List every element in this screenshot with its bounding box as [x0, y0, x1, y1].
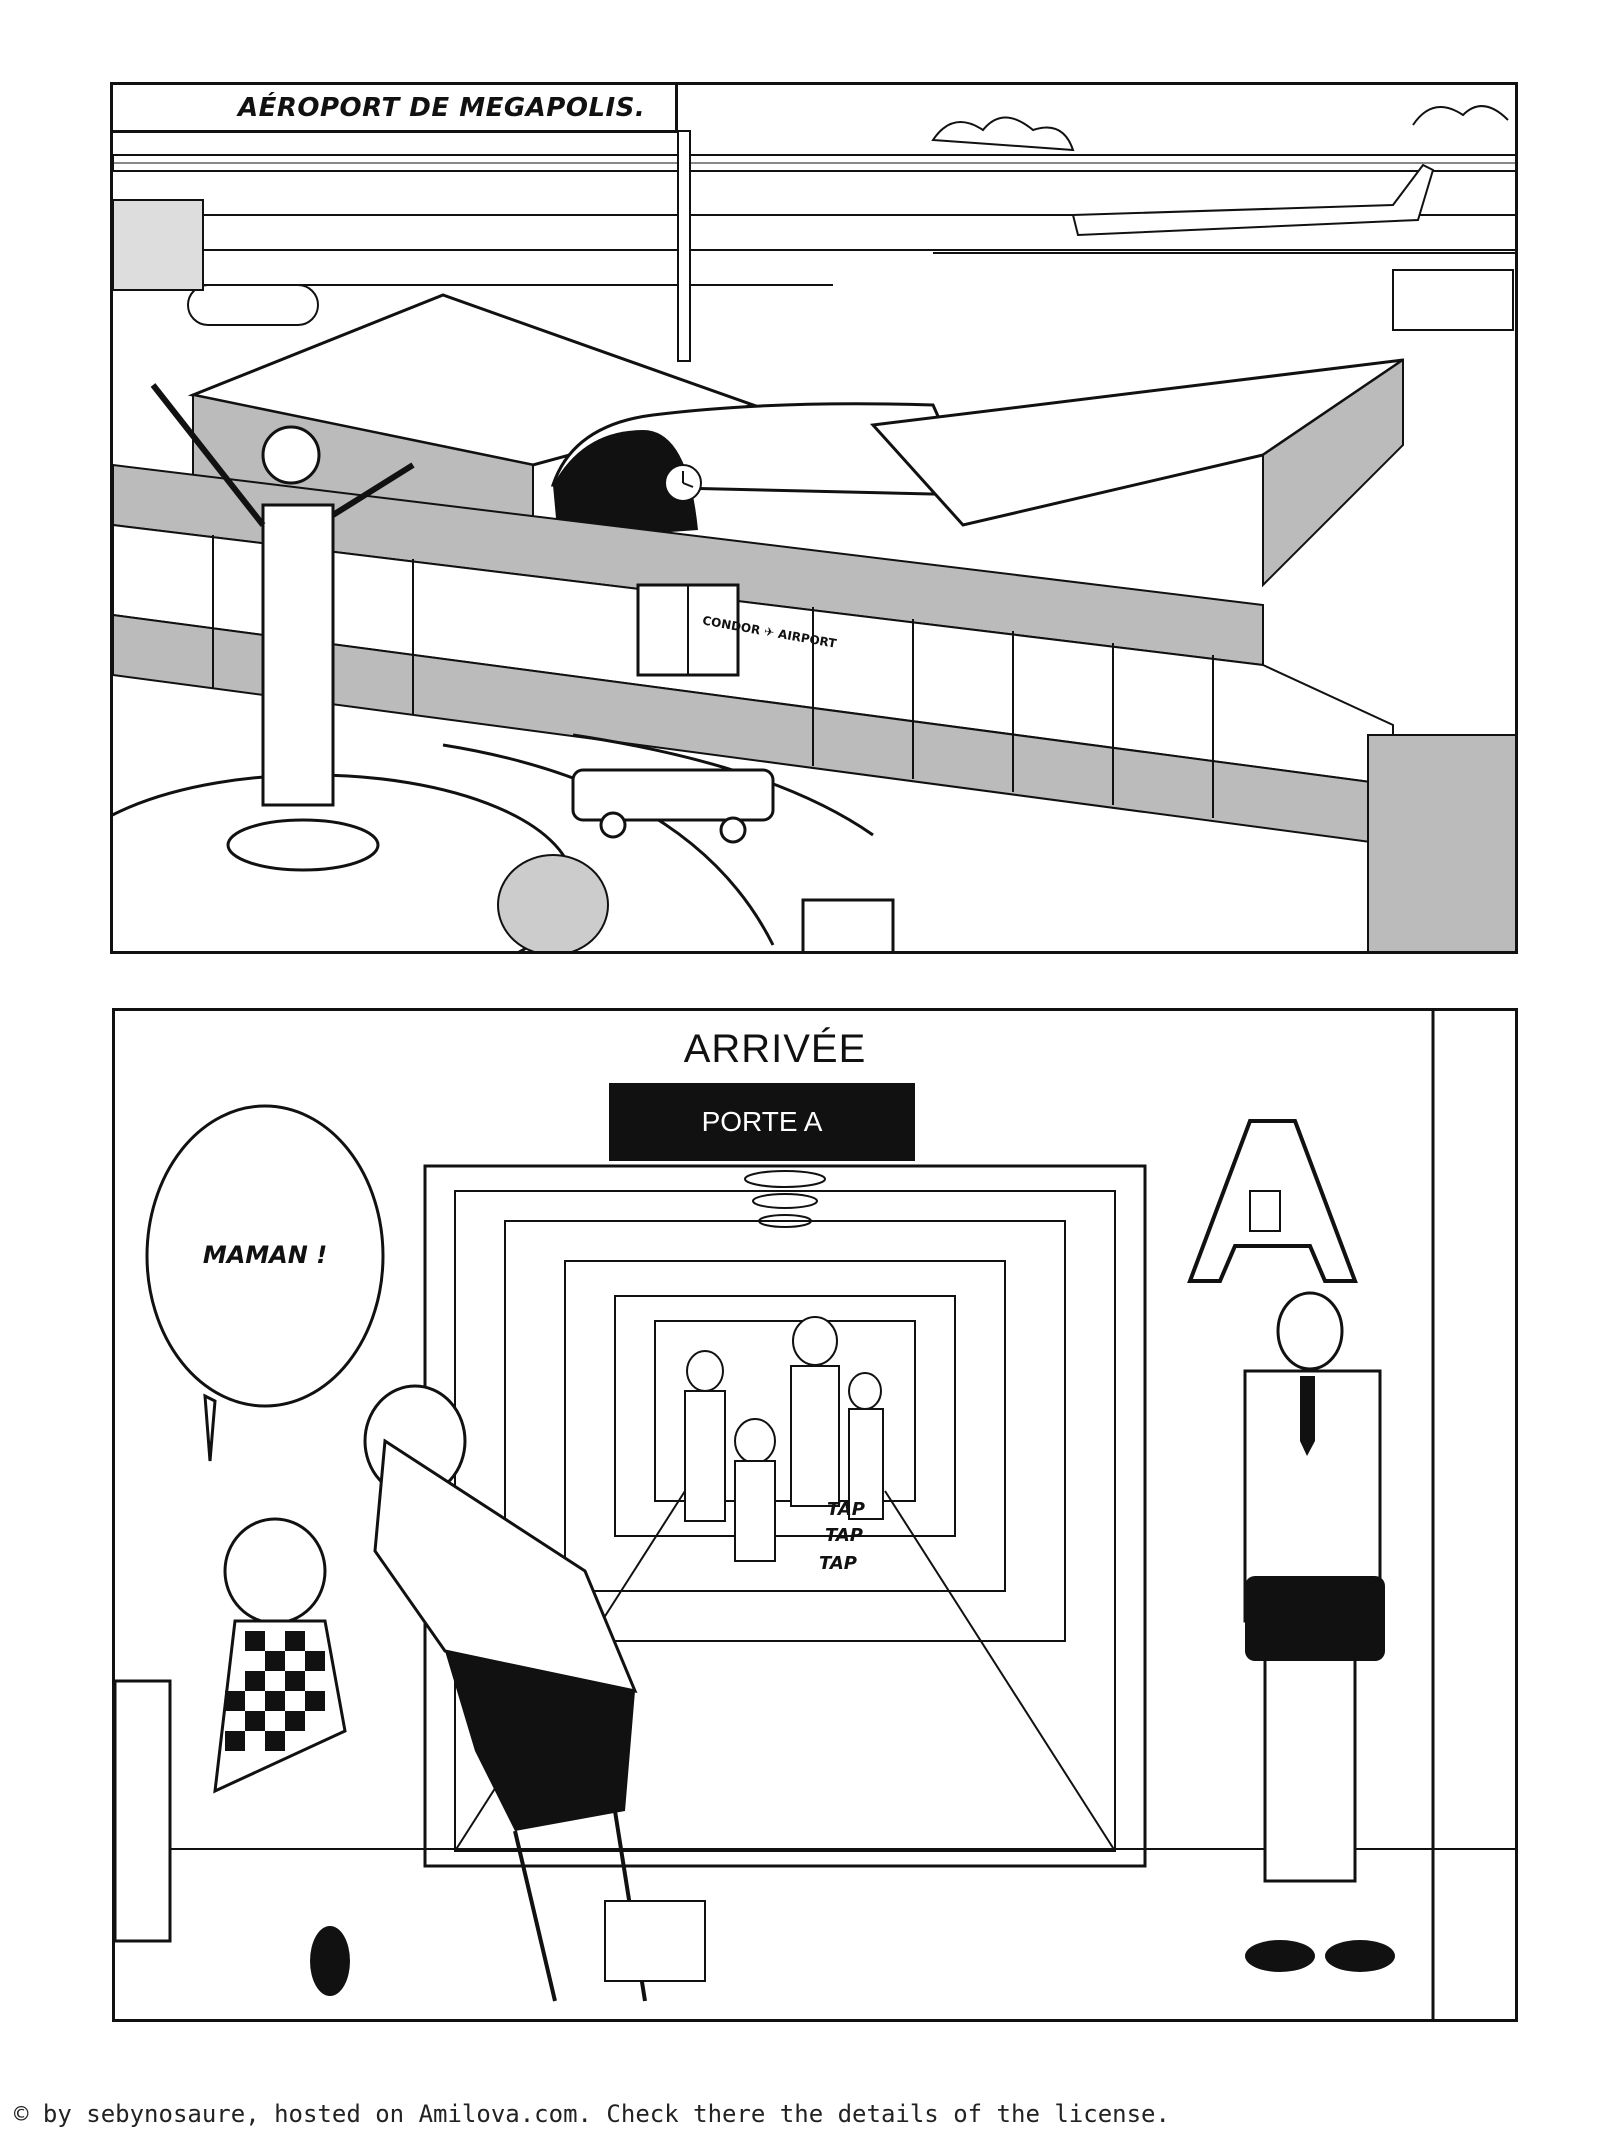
license-footer: © by sebynosaure, hosted on Amilova.com.…	[14, 2100, 1170, 2128]
panel-arrival-gate: ARRIVÉE PORTE A MAMAN ! TAP TAP TAP	[112, 1008, 1518, 2022]
sound-effect: TAP	[827, 1499, 866, 1520]
arrival-sign-title: ARRIVÉE	[683, 1027, 867, 1071]
sound-effect: TAP	[819, 1553, 858, 1574]
airport-illustration	[113, 105, 1515, 951]
sound-effect: TAP	[825, 1525, 864, 1546]
speech-bubble-text: MAMAN !	[202, 1241, 328, 1269]
gate-sign: PORTE A	[609, 1083, 915, 1161]
gate-illustration	[115, 1011, 1515, 2019]
caption-text: AÉROPORT DE MEGAPOLIS.	[238, 92, 646, 123]
panel-airport-exterior: AÉROPORT DE MEGAPOLIS. CONDOR ✈ AIRPORT	[110, 82, 1518, 954]
location-caption: AÉROPORT DE MEGAPOLIS.	[113, 85, 678, 133]
